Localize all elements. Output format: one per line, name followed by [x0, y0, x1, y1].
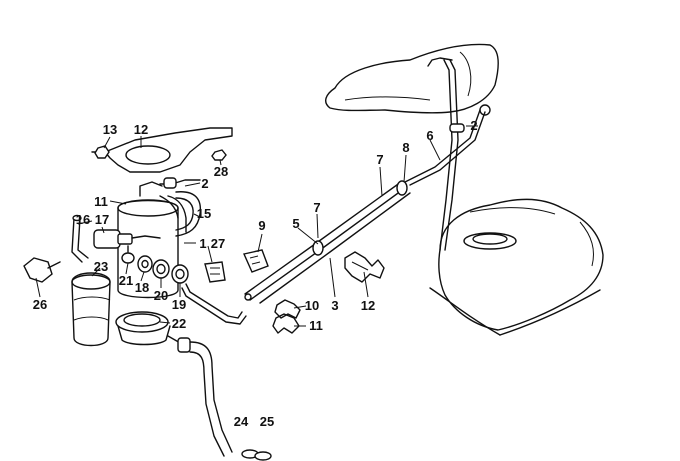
hose-15 — [175, 191, 202, 237]
expansion-tank — [325, 43, 499, 114]
callout-17: 17 — [95, 212, 109, 227]
bracket-26 — [23, 257, 61, 283]
callout-18: 18 — [135, 280, 149, 295]
callout-15: 15 — [197, 206, 211, 221]
callout-16: 16 — [76, 212, 90, 227]
nut-28 — [211, 149, 227, 161]
bolt-14 — [94, 145, 110, 159]
callout-26: 26 — [33, 297, 47, 312]
callout-10: 11 — [309, 318, 323, 333]
callout-20: 20 — [154, 288, 168, 303]
valve-17 — [71, 214, 161, 263]
callout-2-right: 2 — [470, 118, 477, 133]
filter-22 — [115, 311, 191, 353]
callout-21: 21 — [119, 273, 133, 288]
callout-8: 9 — [258, 218, 265, 233]
callout-6: 7 — [376, 152, 383, 167]
callout-7-lower: 7 — [313, 200, 320, 215]
callout-2-left: 2 — [201, 176, 208, 191]
callout-14: 13 — [103, 122, 117, 137]
callout-5: 6 — [426, 128, 433, 143]
callout-23: 23 — [94, 259, 108, 274]
callout-25: 25 — [260, 414, 274, 429]
callout-7-upper: 8 — [402, 140, 409, 155]
clamp-10 — [272, 313, 300, 334]
clamp-9 — [274, 299, 301, 319]
canister-hose — [181, 283, 247, 325]
callout-labels: 12 13 28 2 11 15 16 17 1 27 23 21 18 20 … — [33, 118, 478, 429]
clamp-11 — [344, 251, 385, 283]
grommet-19 — [171, 264, 189, 284]
pump-23 — [71, 272, 111, 347]
grommet-20 — [152, 259, 170, 279]
callout-12: 11 — [94, 194, 108, 209]
fuel-tank — [429, 198, 604, 336]
callout-24: 24 — [234, 414, 249, 429]
callout-19: 19 — [172, 297, 186, 312]
fitting-21 — [121, 245, 135, 264]
callout-22: 22 — [172, 316, 186, 331]
callout-11: 12 — [361, 298, 375, 313]
grommet-18 — [137, 255, 153, 273]
hose-24 — [189, 341, 272, 461]
callout-13: 12 — [134, 122, 148, 137]
callout-9: 10 — [305, 298, 319, 313]
callout-3: 3 — [331, 298, 338, 313]
clip-8 — [243, 249, 269, 273]
callout-28: 28 — [214, 164, 228, 179]
clip-27 — [204, 261, 226, 283]
callout-1: 1 — [199, 236, 206, 251]
callout-27: 27 — [211, 236, 225, 251]
vent-pipe — [404, 59, 491, 251]
callout-4: 5 — [292, 216, 299, 231]
leader-lines — [35, 125, 478, 327]
long-pipe — [244, 180, 411, 304]
